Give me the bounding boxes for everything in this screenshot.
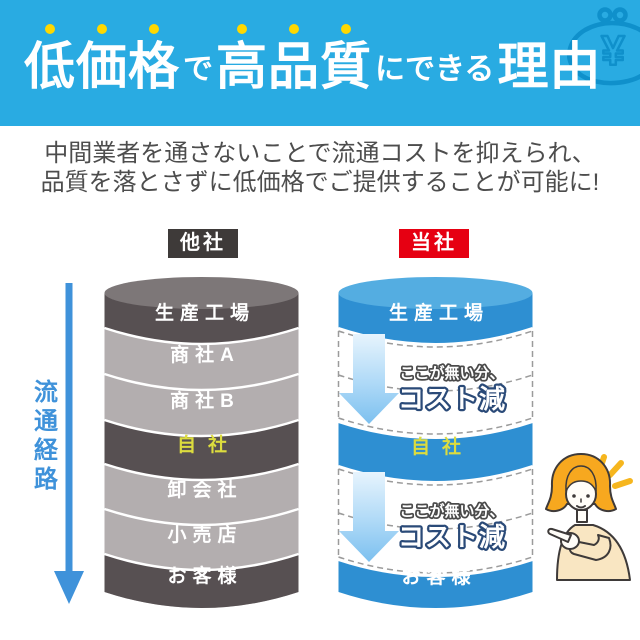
cost-reduction-arrow-icon [339, 334, 399, 424]
cylinder-top [338, 277, 533, 309]
eye [572, 494, 576, 498]
intro-text: 中間業者を通さないことで流通コストを抑えられ、 品質を落とさずに低価格でご提供す… [0, 139, 640, 197]
eye [586, 494, 590, 498]
axis-label-distribution-route: 流 通 経 路 [32, 381, 60, 492]
axis-char: 路 [34, 466, 58, 493]
emphasis-dots [216, 24, 372, 34]
layer-label-own-company: 自社 [177, 433, 239, 456]
dot [341, 24, 352, 34]
layer-label: 卸会社 [167, 478, 242, 501]
savings-note-line2: コスト減 [398, 384, 506, 414]
our-company-cylinder: 生産工場 ここが無い分、 コスト減 自社 ここが無い分、 コスト減 お客様 [337, 277, 534, 608]
axis-char: 流 [34, 379, 58, 406]
title-text: 高品質 [216, 38, 373, 95]
header-banner: ¥ 低価格 で 高品質 にできる 理由 [0, 0, 640, 126]
woman-illustration [545, 453, 633, 581]
title-part-emphasized: 高品質 [216, 24, 372, 95]
cost-reduction-arrow-icon [339, 472, 399, 562]
layer-label: 小売店 [167, 523, 242, 546]
other-company-label: 他社 [168, 229, 238, 258]
axis-char: 通 [34, 408, 58, 435]
hair-fringe [565, 465, 597, 492]
layer-label: 生産工場 [389, 301, 489, 324]
dot [237, 24, 248, 34]
layer-dividers [104, 326, 299, 572]
title-text: 低価格 [24, 38, 181, 95]
title-text: にできる [375, 53, 495, 87]
title-part-emphasized: 低価格 [24, 24, 180, 95]
layer-label: お客様 [401, 565, 476, 588]
title-part: にできる [372, 50, 497, 95]
neck [576, 509, 588, 523]
title-part: で [180, 50, 216, 95]
down-arrow-icon [54, 283, 84, 604]
savings-note-line1: ここが無い分、 [399, 502, 504, 520]
our-company-label: 当社 [399, 229, 469, 258]
purse-body-outline [567, 20, 640, 86]
dot [45, 24, 55, 34]
intro-line-1: 中間業者を通さないことで流通コストを抑えられ、 [44, 140, 596, 167]
layer-label: お客様 [167, 564, 242, 587]
dot [289, 24, 300, 34]
purse-clasp-ball [597, 7, 613, 23]
coin-purse-icon: ¥ [567, 7, 640, 86]
dot [149, 24, 159, 34]
savings-note-line1: ここが無い分、 [399, 364, 504, 382]
title-text: 理由 [497, 38, 602, 95]
purse-clasp-ball [612, 7, 628, 23]
page-title: 低価格 で 高品質 にできる 理由 [24, 24, 601, 95]
layer-label: 商社B [170, 389, 240, 412]
dot [97, 24, 107, 34]
savings-note-line2: コスト減 [398, 522, 506, 552]
axis-char: 経 [34, 437, 58, 464]
yen-symbol: ¥ [601, 27, 625, 74]
intro-line-2: 品質を落とさずに低価格でご提供することが可能に! [40, 169, 600, 196]
title-text: で [183, 53, 214, 87]
emphasis-dots [24, 24, 180, 34]
cylinder-top [104, 277, 299, 309]
other-company-cylinder: 生産工場 商社A 商社B 自社 卸会社 小売店 お客様 [104, 277, 299, 608]
smile [576, 505, 586, 509]
layer-label-own-company: 自社 [411, 435, 473, 458]
layer-label: 商社A [170, 343, 240, 366]
title-part-emphasized: 理由 [497, 38, 601, 95]
layer-label: 生産工場 [155, 301, 255, 324]
pointing-finger [547, 527, 572, 543]
